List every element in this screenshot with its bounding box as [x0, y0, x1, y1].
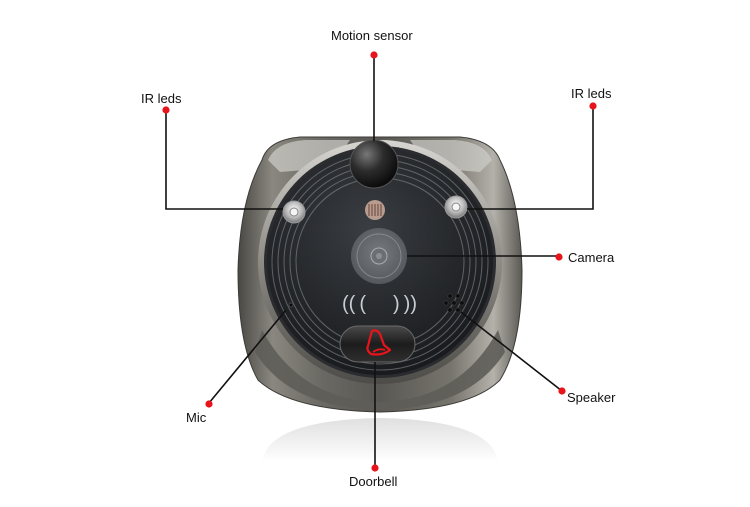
- dot-doorbell: [371, 464, 379, 472]
- label-camera: Camera: [568, 250, 615, 265]
- dot-speaker: [558, 387, 566, 395]
- mic-hole: [288, 302, 294, 308]
- label-mic: Mic: [186, 410, 207, 425]
- callout-lines: [165, 56, 594, 467]
- light-sensor: [365, 200, 385, 220]
- ir-led-right: [444, 195, 468, 219]
- label-doorbell: Doorbell: [349, 474, 398, 489]
- dot-ir-leds-left: [162, 106, 170, 114]
- motion-sensor-dome: [349, 139, 399, 189]
- bell-icon: [366, 329, 392, 356]
- dot-camera: [555, 253, 563, 261]
- ir-led-left: [282, 200, 306, 224]
- label-speaker: Speaker: [567, 390, 616, 405]
- label-motion-sensor: Motion sensor: [331, 28, 413, 43]
- label-ir-leds-right: IR leds: [571, 86, 612, 101]
- wave-left-icon: (( (: [342, 293, 366, 315]
- dot-ir-leds-right: [589, 102, 597, 110]
- wave-right-icon: ) )): [393, 293, 417, 315]
- callout-dots: [162, 51, 597, 472]
- dot-mic: [205, 400, 213, 408]
- camera-lens: [351, 228, 407, 284]
- dot-motion-sensor: [370, 51, 378, 59]
- doorbell-button: [339, 325, 416, 363]
- speaker-grille: [443, 293, 465, 313]
- label-ir-leds-left: IR leds: [141, 91, 182, 106]
